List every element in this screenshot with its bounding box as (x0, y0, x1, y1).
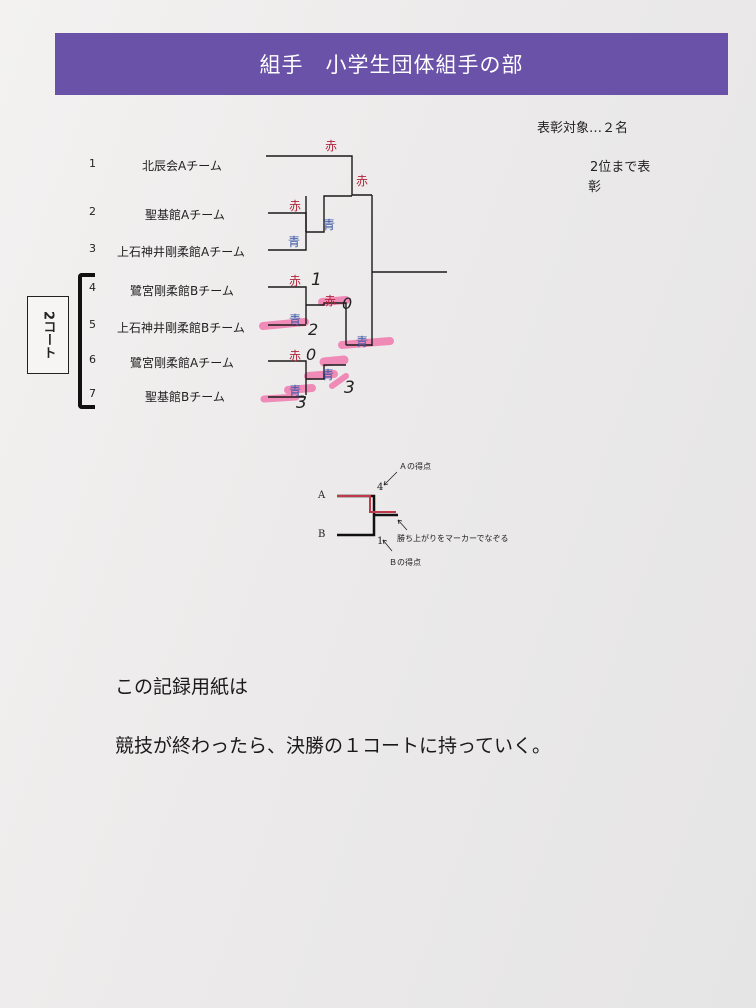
entry-number: 1 (89, 157, 96, 170)
handwritten-score: 0 (342, 294, 353, 313)
example-arrows (382, 471, 408, 552)
entry-number: 5 (89, 318, 96, 331)
entry-team: 上石神井剛柔館Aチーム (117, 245, 245, 259)
award-note-line2: 彰 (588, 180, 602, 195)
court-label: 2コート (40, 310, 56, 360)
highlight-stroke (329, 373, 349, 389)
entry-number: 7 (89, 387, 96, 400)
bracket-lines (266, 155, 447, 398)
footer-line1: この記録用紙は (115, 676, 249, 698)
result-blue-mark: 青 (288, 235, 301, 249)
court-box: 2コート (27, 296, 69, 374)
handwritten-score: 1 (311, 270, 322, 290)
handwritten-score: 0 (306, 345, 317, 364)
award-target: 表彰対象…２名 (537, 121, 629, 136)
entry-number: 2 (89, 205, 96, 218)
result-red-mark: 赤 (325, 139, 338, 153)
page-title: 組手 小学生団体組手の部 (259, 53, 524, 77)
example-a-caption: Ａの得点 (399, 462, 431, 471)
result-red-mark: 赤 (324, 294, 337, 308)
handwritten-score: 3 (296, 393, 307, 413)
result-blue-mark: 青 (289, 313, 302, 327)
example-b-score: 1 (377, 536, 384, 547)
entry-team: 聖基館Bチーム (145, 390, 225, 404)
highlight-stroke (319, 355, 349, 367)
handwritten-score: 2 (308, 320, 319, 339)
highlight-stroke (284, 384, 316, 394)
award-note-line1: 2位まで表 (590, 160, 651, 175)
entry-team: 北辰会Aチーム (142, 159, 222, 173)
example-marker-caption: 勝ち上がりをマーカーでなぞる (397, 534, 509, 543)
result-blue-mark: 青 (289, 384, 302, 398)
entry-team: 鷺宮剛柔館Aチーム (130, 356, 234, 370)
example-b-caption: Ｂの得点 (389, 558, 421, 567)
entry-number: 4 (89, 281, 96, 294)
example-a-score: 4 (377, 482, 384, 493)
result-red-mark: 赤 (289, 274, 302, 288)
title-banner: 組手 小学生団体組手の部 (55, 33, 728, 95)
result-blue-mark: 青 (356, 335, 369, 349)
handwritten-score: 3 (344, 378, 355, 398)
example-bracket (337, 494, 398, 537)
footer-line2: 競技が終わったら、決勝の１コートに持っていく。 (115, 735, 552, 757)
example-b-label: B (318, 529, 326, 540)
entry-number: 6 (89, 353, 96, 366)
result-red-mark: 赤 (356, 174, 369, 188)
entry-team: 聖基館Aチーム (145, 208, 225, 222)
result-blue-mark: 青 (323, 218, 336, 232)
result-blue-mark: 青 (322, 368, 335, 382)
court-bracket (78, 273, 95, 409)
example-a-label: A (318, 490, 326, 501)
entry-team: 上石神井剛柔館Bチーム (117, 321, 245, 335)
entry-team: 鷺宮剛柔館Bチーム (130, 284, 234, 298)
result-red-mark: 赤 (289, 199, 302, 213)
entry-number: 3 (89, 242, 96, 255)
highlight-stroke (304, 370, 338, 380)
highlight-stroke (318, 296, 350, 306)
result-red-mark: 赤 (289, 349, 302, 363)
